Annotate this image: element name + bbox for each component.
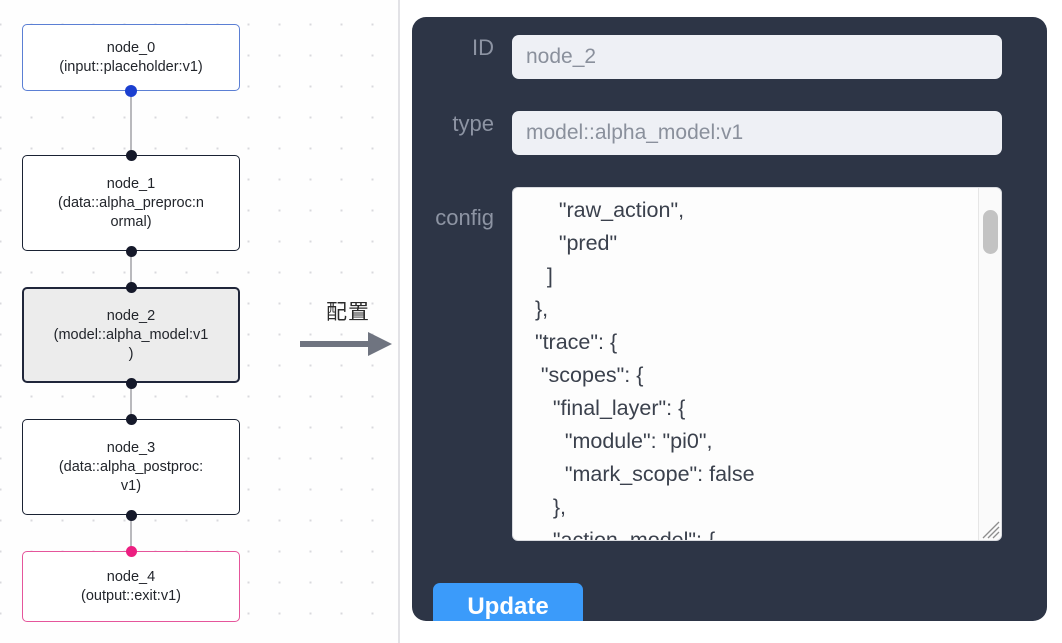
config-field-label: config	[435, 205, 494, 230]
right-arrow-icon	[300, 332, 392, 356]
id-input[interactable]	[512, 35, 1002, 79]
field-row-config: config "raw_action", "pred" ] }, "trace"…	[412, 187, 1047, 541]
port-node1-output[interactable]	[126, 246, 137, 257]
edge-node2-node3	[130, 383, 132, 419]
port-node3-input[interactable]	[126, 414, 137, 425]
transition-annotation: 配置	[298, 296, 398, 359]
port-node2-output[interactable]	[126, 378, 137, 389]
type-field-label: type	[452, 111, 494, 136]
id-field-label: ID	[472, 35, 494, 60]
graph-node-label: node_4 (output::exit:v1)	[81, 568, 181, 604]
graph-node-node_0[interactable]: node_0 (input::placeholder:v1)	[22, 24, 240, 91]
graph-node-node_2[interactable]: node_2 (model::alpha_model:v1 )	[22, 287, 240, 383]
graph-node-label: node_3 (data::alpha_postproc: v1)	[58, 439, 204, 494]
config-textarea[interactable]: "raw_action", "pred" ] }, "trace": { "sc…	[512, 187, 1002, 541]
port-node0-output[interactable]	[125, 85, 137, 97]
port-node3-output[interactable]	[126, 510, 137, 521]
node-config-panel: ID type config "raw_action", "pred" ] },…	[412, 17, 1047, 621]
port-node4-input[interactable]	[126, 546, 137, 557]
edge-node1-node2	[130, 251, 132, 287]
graph-node-node_1[interactable]: node_1 (data::alpha_preproc:n ormal)	[22, 155, 240, 251]
port-node2-input[interactable]	[126, 282, 137, 293]
field-row-type: type	[412, 111, 1047, 155]
update-button[interactable]: Update	[433, 583, 583, 621]
graph-node-node_4[interactable]: node_4 (output::exit:v1)	[22, 551, 240, 622]
graph-node-label: node_2 (model::alpha_model:v1 )	[53, 307, 209, 362]
port-node1-input[interactable]	[126, 150, 137, 161]
config-scrollbar[interactable]	[978, 188, 1001, 540]
pane-divider	[398, 0, 400, 643]
type-input[interactable]	[512, 111, 1002, 155]
edge-node3-node4	[130, 515, 132, 551]
config-textarea-wrapper: "raw_action", "pred" ] }, "trace": { "sc…	[512, 187, 1002, 541]
graph-node-node_3[interactable]: node_3 (data::alpha_postproc: v1)	[22, 419, 240, 515]
graph-node-label: node_1 (data::alpha_preproc:n ormal)	[58, 175, 204, 230]
config-scrollbar-thumb[interactable]	[983, 210, 998, 254]
resize-grip-icon[interactable]	[982, 521, 1000, 539]
graph-canvas[interactable]: node_0 (input::placeholder:v1) node_1 (d…	[0, 0, 398, 643]
graph-node-label: node_0 (input::placeholder:v1)	[59, 39, 203, 75]
field-row-id: ID	[412, 35, 1047, 79]
transition-label: 配置	[326, 300, 370, 324]
edge-node0-node1	[130, 91, 132, 155]
